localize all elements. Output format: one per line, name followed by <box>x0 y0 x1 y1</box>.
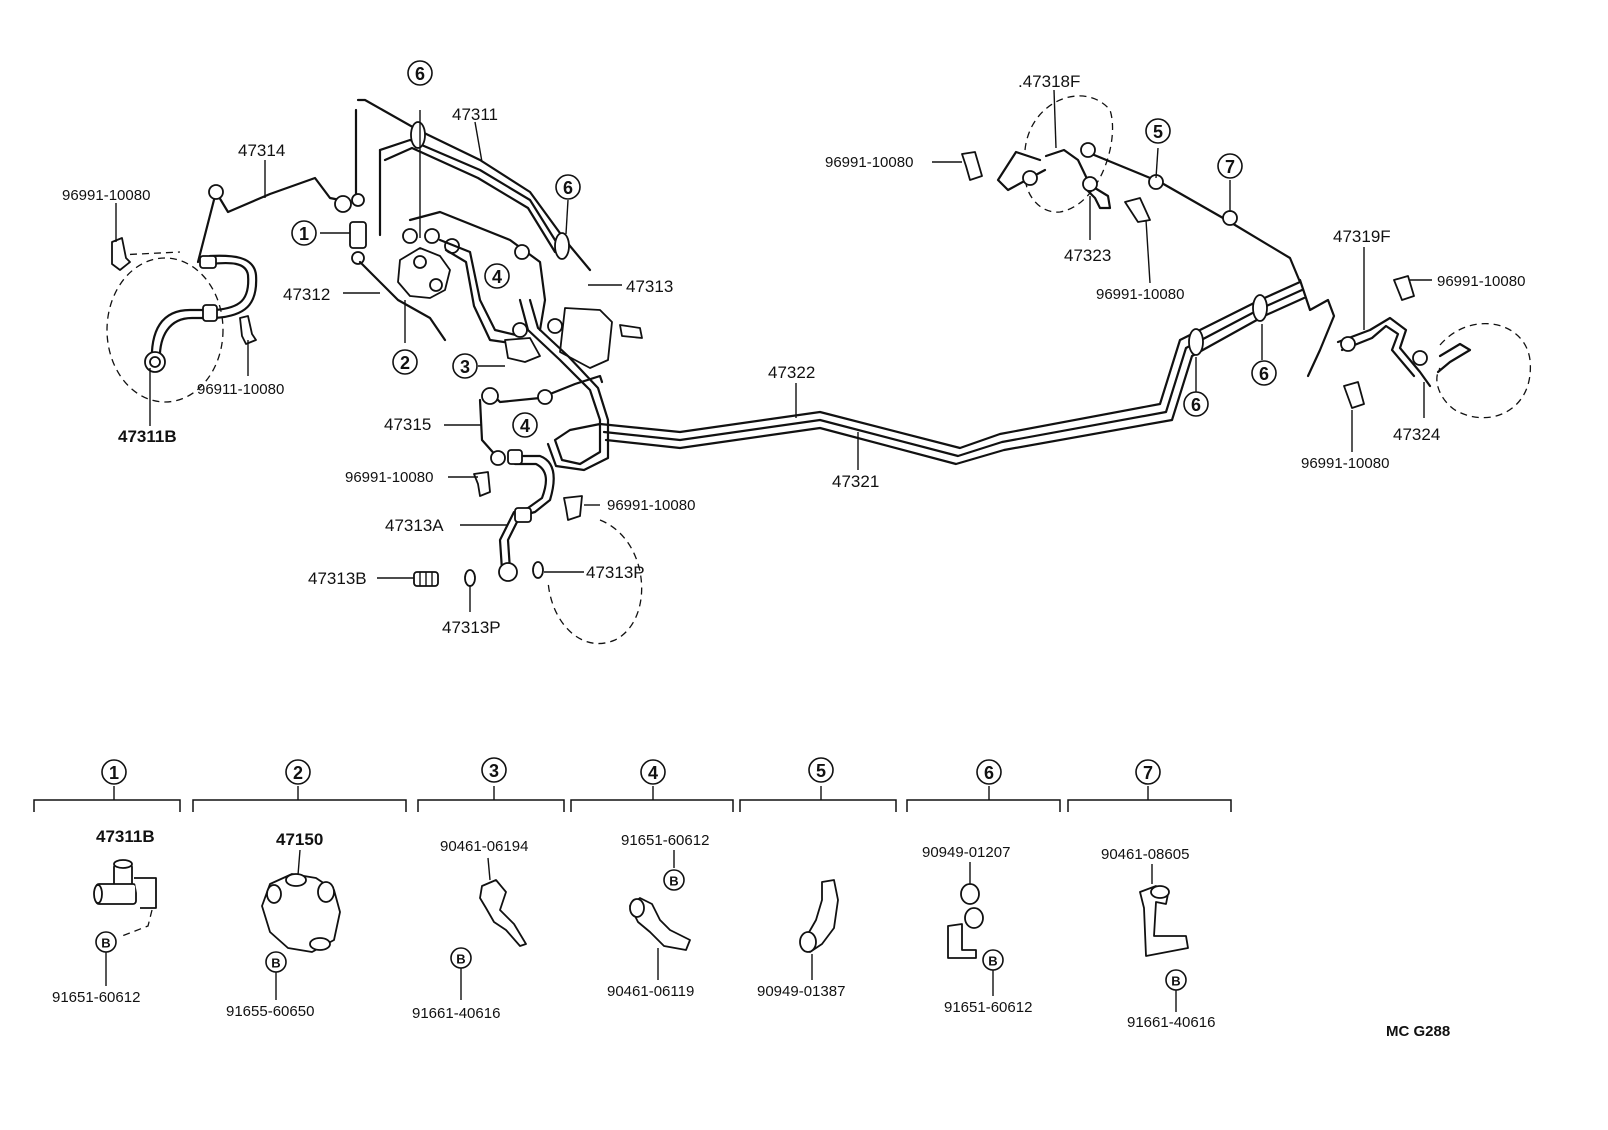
label-47323: 47323 <box>1064 246 1111 265</box>
svg-text:6: 6 <box>1259 364 1269 384</box>
svg-text:6: 6 <box>984 763 994 783</box>
rear-right-brake-assembly <box>1298 275 1531 419</box>
legend-1-bolt-part: 91651-60612 <box>52 989 140 1006</box>
legend-4-part: 91651-60612 <box>621 832 709 849</box>
marker-6d: 6 <box>1251 360 1277 386</box>
diagram-code: MC G288 <box>1386 1023 1450 1040</box>
legend-1-part: 47311B <box>96 827 155 846</box>
legend-item-7: 7 90461-08605 B 91661-40616 <box>1101 759 1215 1031</box>
label-47313: 47313 <box>626 277 673 296</box>
svg-text:4: 4 <box>492 267 502 287</box>
legend-2-bolt-part: 91655-60650 <box>226 1003 314 1020</box>
left-front-brake-assembly <box>106 176 352 403</box>
marker-1: 1 <box>291 220 317 246</box>
label-96991-10080-a: 96991-10080 <box>62 187 150 204</box>
marker-6c: 6 <box>1183 391 1209 417</box>
label-47311B: 47311B <box>118 427 177 446</box>
marker-6b: 6 <box>555 174 581 200</box>
label-47318F: .47318F <box>1018 72 1080 91</box>
label-96991-10080-e: 96991-10080 <box>1096 286 1184 303</box>
legend-item-1: 1 47311B B 91651-60612 <box>52 759 157 1006</box>
svg-text:4: 4 <box>648 763 658 783</box>
legend: 1 47311B B 91651-60612 2 47150 B <box>33 757 1450 1040</box>
svg-text:B: B <box>456 952 465 967</box>
legend-item-5: 5 90949-01387 <box>757 757 845 1000</box>
rear-left-brake-assembly <box>961 95 1151 223</box>
marker-5: 5 <box>1145 118 1171 144</box>
svg-text:1: 1 <box>299 224 309 244</box>
legend-2-part: 47150 <box>276 830 323 849</box>
master-cylinder-area <box>349 98 643 645</box>
label-47313A: 47313A <box>385 516 444 535</box>
svg-text:1: 1 <box>109 763 119 783</box>
label-47319F: 47319F <box>1333 227 1391 246</box>
part-labels: 47311 47314 96991-10080 47312 47313 9691… <box>62 72 1525 637</box>
legend-3-bolt-part: 91661-40616 <box>412 1005 500 1022</box>
label-47324: 47324 <box>1393 425 1440 444</box>
pipe-clip-markers <box>410 121 1268 405</box>
label-47314: 47314 <box>238 141 285 160</box>
marker-6a: 6 <box>407 60 433 86</box>
svg-text:7: 7 <box>1143 763 1153 783</box>
legend-3-part: 90461-06194 <box>440 838 528 855</box>
svg-text:B: B <box>988 954 997 969</box>
svg-text:7: 7 <box>1225 157 1235 177</box>
label-47313P-a: 47313P <box>586 563 645 582</box>
svg-text:B: B <box>271 956 280 971</box>
label-47312: 47312 <box>283 285 330 304</box>
marker-2: 2 <box>392 349 418 375</box>
label-96991-10080-f: 96991-10080 <box>1437 273 1525 290</box>
reference-markers: 1 2 3 4 4 6 6 5 7 6 6 <box>291 60 1277 438</box>
svg-text:5: 5 <box>1153 122 1163 142</box>
svg-text:2: 2 <box>400 353 410 373</box>
label-96991-10080-b: 96991-10080 <box>345 469 433 486</box>
label-47321: 47321 <box>832 472 879 491</box>
legend-item-6: 6 90949-01207 B 91651-60612 <box>922 759 1032 1016</box>
legend-6-part: 90949-01207 <box>922 844 1010 861</box>
label-47313P-b: 47313P <box>442 618 501 637</box>
marker-4a: 4 <box>484 263 510 289</box>
legend-4-bolt-part: 90461-06119 <box>607 983 694 1000</box>
svg-text:5: 5 <box>816 761 826 781</box>
label-96991-10080-d: 96991-10080 <box>825 154 913 171</box>
legend-item-3: 3 90461-06194 B 91661-40616 <box>412 757 528 1022</box>
legend-7-part: 90461-08605 <box>1101 846 1189 863</box>
marker-7: 7 <box>1217 153 1243 179</box>
label-96991-10080-c: 96991-10080 <box>607 497 695 514</box>
svg-text:4: 4 <box>520 416 530 436</box>
svg-text:B: B <box>1171 974 1180 989</box>
label-47311: 47311 <box>452 105 498 124</box>
svg-text:6: 6 <box>415 64 425 84</box>
legend-6-bolt-part: 91651-60612 <box>944 999 1032 1016</box>
label-47322: 47322 <box>768 363 815 382</box>
label-47313B: 47313B <box>308 569 367 588</box>
svg-text:2: 2 <box>293 763 303 783</box>
label-47315: 47315 <box>384 415 431 434</box>
legend-item-2: 2 47150 B 91655-60650 <box>226 759 341 1020</box>
leader-lines <box>115 89 1432 612</box>
svg-text:6: 6 <box>563 178 573 198</box>
svg-text:B: B <box>669 874 678 889</box>
svg-text:3: 3 <box>460 357 470 377</box>
svg-text:B: B <box>101 936 110 951</box>
marker-4b: 4 <box>512 412 538 438</box>
legend-7-bolt-part: 91661-40616 <box>1127 1014 1215 1031</box>
label-96991-10080-g: 96991-10080 <box>1301 455 1389 472</box>
svg-text:6: 6 <box>1191 395 1201 415</box>
main-brake-lines <box>598 148 1306 466</box>
marker-3: 3 <box>452 353 478 379</box>
legend-5-part: 90949-01387 <box>757 983 845 1000</box>
label-96911-10080: 96911-10080 <box>197 381 284 398</box>
svg-text:3: 3 <box>489 761 499 781</box>
legend-item-4: 4 91651-60612 B 90461-06119 <box>607 759 709 1000</box>
